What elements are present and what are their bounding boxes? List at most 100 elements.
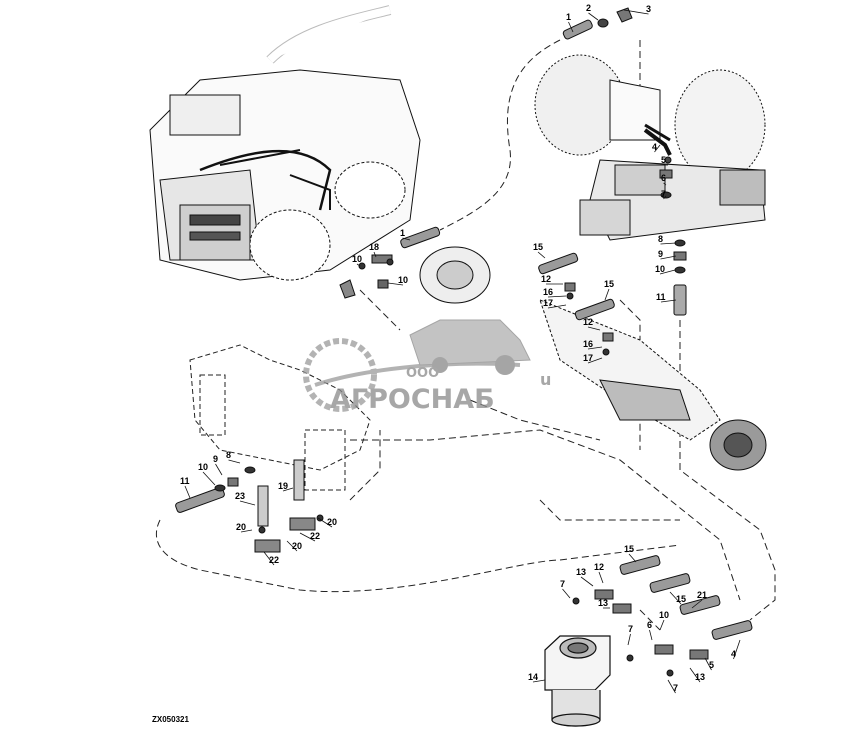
callout-number: 10 <box>398 275 408 285</box>
callout-leader-line <box>660 242 677 245</box>
callout-leader-line <box>587 346 603 350</box>
callout-number: 5 <box>709 660 714 670</box>
callout-leader-line <box>580 576 594 587</box>
callout-leader-line <box>660 255 677 260</box>
callout-leader-line <box>627 633 631 646</box>
callout-leader-line <box>691 599 703 609</box>
callout-leader-line <box>663 195 667 200</box>
callout-number: 5 <box>661 155 666 165</box>
callout-leader-line <box>537 251 546 259</box>
callout-leader-line <box>299 532 316 542</box>
callout-leader-line <box>587 326 601 331</box>
callout-leader-line <box>649 629 653 641</box>
callout-number: 15 <box>604 279 614 289</box>
callout-leader-line <box>587 357 603 364</box>
callout-number: 3 <box>646 4 651 14</box>
front-axle-gearbox-illustration <box>534 54 766 241</box>
callout-number: 14 <box>528 672 538 682</box>
watermark-suffix: u <box>540 370 551 389</box>
callout-number: 8 <box>226 450 231 460</box>
callout-number: 6 <box>661 173 666 183</box>
callout-leader-line <box>286 540 298 552</box>
callout-number: 7 <box>661 189 666 199</box>
callout-leader-line <box>202 471 216 486</box>
callout-leader-line <box>588 12 599 21</box>
fittings-and-hoses <box>175 7 753 677</box>
callout-leader-line <box>317 517 333 528</box>
callout-leader-line <box>228 459 241 464</box>
callout-number: 12 <box>541 274 551 284</box>
callout-leader-line <box>669 591 682 605</box>
diagram-code: ZX050321 <box>152 715 189 724</box>
callout-leader-line <box>373 251 377 258</box>
callout-leader-line <box>660 299 677 303</box>
callout-leader-line <box>215 463 223 476</box>
callout-number: 17 <box>543 298 553 308</box>
callout-number: 10 <box>352 254 362 264</box>
hydraulic-tank-illustration <box>189 344 371 491</box>
engine-assembly-illustration <box>149 5 421 281</box>
callout-number: 21 <box>697 590 707 600</box>
callout-number: 4 <box>652 142 657 152</box>
callout-leader-line <box>547 304 567 309</box>
callout-number: 16 <box>543 287 553 297</box>
watermark-name: АГРОСНАБ <box>330 384 495 415</box>
callout-number: 10 <box>655 264 665 274</box>
callout-leader-line <box>356 263 361 267</box>
hydraulic-filter-housing <box>544 635 611 727</box>
callout-leader-line <box>263 551 275 566</box>
callout-number: 1 <box>400 228 405 238</box>
callout-leader-line <box>598 571 604 584</box>
callout-leader-line <box>239 500 256 506</box>
callout-leader-line <box>240 529 253 533</box>
callout-number: 13 <box>598 598 608 608</box>
callout-leader-line <box>184 485 191 499</box>
callout-number: 16 <box>583 339 593 349</box>
callout-leader-line <box>568 21 574 33</box>
callout-number: 4 <box>731 649 736 659</box>
callout-number: 10 <box>659 610 669 620</box>
callout-number: 23 <box>235 491 245 501</box>
callout-number: 11 <box>656 292 666 302</box>
callout-leader-line <box>659 269 676 275</box>
callout-number: 22 <box>310 531 320 541</box>
callout-leader-line <box>663 182 667 186</box>
callout-number: 12 <box>583 317 593 327</box>
callout-number: 6 <box>647 620 652 630</box>
callout-number: 2 <box>586 3 591 13</box>
callout-number: 15 <box>676 594 686 604</box>
callout-number: 20 <box>327 517 337 527</box>
callout-leader-line <box>604 288 610 301</box>
callout-leader-line <box>562 588 571 599</box>
callout-leader-line <box>733 639 741 660</box>
callout-leader-line <box>654 144 661 153</box>
agrosnab-watermark: ООО АГРОСНАБ u <box>303 319 551 415</box>
callout-leader-line <box>387 282 404 286</box>
callout-number: 20 <box>292 541 302 551</box>
callout-leader-line <box>704 657 712 671</box>
callout-number: 7 <box>560 579 565 589</box>
rear-axle-illustration <box>419 246 767 471</box>
callout-leader-line <box>623 9 649 15</box>
callout-leader-line <box>547 295 567 298</box>
callout-leader-line <box>689 667 701 683</box>
callout-number: 7 <box>673 683 678 693</box>
callout-number: 13 <box>695 672 705 682</box>
callout-leader-line <box>659 619 665 631</box>
callout-number: 19 <box>278 481 288 491</box>
callout-number: 20 <box>236 522 246 532</box>
callout-leader-lines <box>184 9 741 694</box>
callout-leader-line <box>532 679 546 683</box>
callout-number: 11 <box>180 476 190 486</box>
callout-number: 15 <box>624 544 634 554</box>
callout-number: 13 <box>576 567 586 577</box>
callout-leader-line <box>628 553 637 563</box>
callout-number: 22 <box>269 555 279 565</box>
callout-leader-line <box>402 237 411 241</box>
callout-number: 9 <box>213 454 218 464</box>
callout-leader-line <box>282 487 294 492</box>
callout-number: 7 <box>628 624 633 634</box>
callout-number: 1 <box>566 12 571 22</box>
